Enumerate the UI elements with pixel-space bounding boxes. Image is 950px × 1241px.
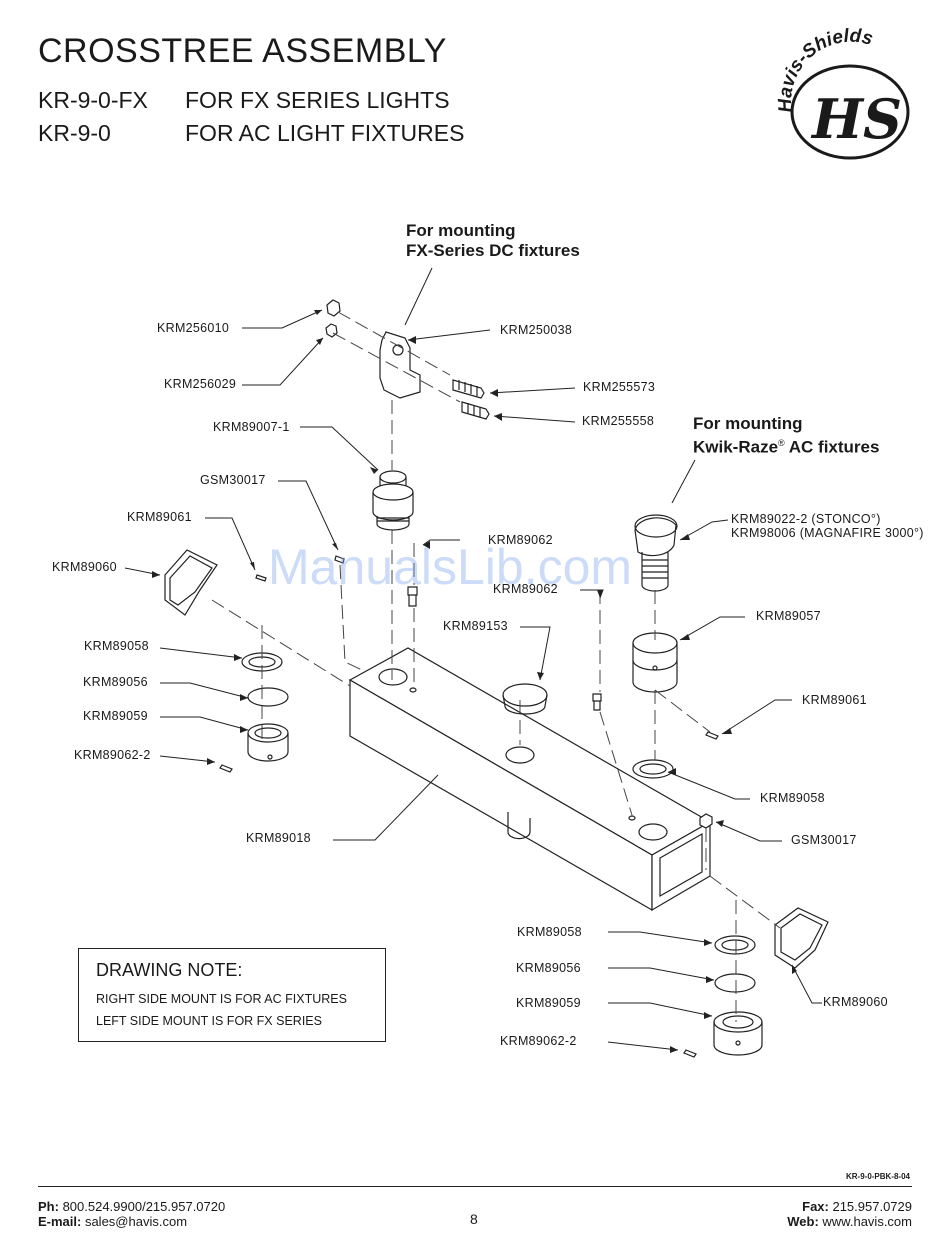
phone-value: 800.524.9900/215.957.0720: [58, 1199, 226, 1214]
crosstree-tube: [348, 647, 712, 912]
label-krm89056-bottom: KRM89056: [516, 961, 581, 975]
email-label: E-mail:: [38, 1214, 82, 1229]
footer-email: E-mail: sales@havis.com: [38, 1214, 187, 1229]
footer-rule: [38, 1186, 912, 1187]
model-desc-fx: FOR FX SERIES LIGHTS: [185, 87, 450, 113]
label-krm89022-2: KRM89022-2 (STONCO°): [731, 512, 881, 526]
label-krm89060-left: KRM89060: [52, 560, 117, 574]
footer-web: Web: www.havis.com: [787, 1214, 912, 1229]
registered-mark: ®: [778, 438, 785, 448]
web-label: Web:: [787, 1214, 819, 1229]
page-title: CROSSTREE ASSEMBLY: [38, 32, 447, 70]
model-code-fx: KR-9-0-FX: [38, 87, 148, 113]
ac-heading-rest: AC fixtures: [784, 437, 880, 457]
page-number: 8: [470, 1211, 478, 1227]
fax-label: Fax:: [802, 1199, 829, 1214]
fx-mount-heading-line2: FX-Series DC fixtures: [406, 241, 580, 260]
label-krm89056-left: KRM89056: [83, 675, 148, 689]
ac-mount-heading-line1: For mounting: [693, 414, 803, 433]
label-krm89058-left: KRM89058: [84, 639, 149, 653]
label-krm255558: KRM255558: [582, 414, 655, 428]
email-link[interactable]: sales@havis.com: [81, 1214, 188, 1229]
model-desc-ac: FOR AC LIGHT FIXTURES: [185, 120, 465, 146]
label-krm89059-bottom: KRM89059: [516, 996, 581, 1010]
label-krm89061-left: KRM89061: [127, 510, 192, 524]
fx-mount-heading-line1: For mounting: [406, 221, 516, 240]
label-krm89007-1: KRM89007-1: [213, 420, 290, 434]
ac-brand: Kwik-Raze: [693, 437, 779, 457]
label-krm89058-right: KRM89058: [760, 791, 825, 805]
fax-value: 215.957.0729: [828, 1199, 912, 1214]
drawing-note-line1: RIGHT SIDE MOUNT IS FOR AC FIXTURES: [96, 992, 347, 1006]
label-krm98006: KRM98006 (MAGNAFIRE 3000°): [731, 526, 924, 540]
model-code-ac: KR-9-0: [38, 120, 111, 146]
label-krm89062-b: KRM89062: [493, 582, 558, 596]
svg-text:Havis-Shields: Havis-Shields: [775, 26, 875, 113]
footer-phone: Ph: 800.524.9900/215.957.0720: [38, 1199, 225, 1214]
label-krm256029: KRM256029: [164, 377, 237, 391]
phone-label: Ph:: [38, 1199, 59, 1214]
label-krm89062-2-left: KRM89062-2: [74, 748, 151, 762]
plug-krm89153: [502, 683, 548, 715]
fx-mount-parts: [325, 299, 490, 531]
label-gsm30017-right: GSM30017: [791, 833, 857, 847]
label-krm89061-right: KRM89061: [802, 693, 867, 707]
label-krm89060-right: KRM89060: [823, 995, 888, 1009]
footer-fax: Fax: 215.957.0729: [802, 1199, 912, 1214]
label-krm89058-bottom: KRM89058: [517, 925, 582, 939]
logo-arc-text: Havis-Shields: [775, 26, 875, 113]
doc-code: KR-9-0-PBK-8-04: [845, 1172, 910, 1181]
label-krm89153: KRM89153: [443, 619, 508, 633]
label-krm89059-left: KRM89059: [83, 709, 148, 723]
drawing-note-box: DRAWING NOTE: RIGHT SIDE MOUNT IS FOR AC…: [78, 948, 386, 1042]
label-krm250038: KRM250038: [500, 323, 573, 337]
label-krm256010: KRM256010: [157, 321, 230, 335]
label-krm255573: KRM255573: [583, 380, 656, 394]
drawing-note-title: DRAWING NOTE:: [96, 960, 243, 980]
label-krm89018: KRM89018: [246, 831, 311, 845]
label-krm89057: KRM89057: [756, 609, 821, 623]
label-krm89062-2-bottom: KRM89062-2: [500, 1034, 577, 1048]
watermark: ManualsLib.com: [268, 539, 633, 595]
ac-mount-heading-line2: Kwik-Raze® AC fixtures: [693, 433, 879, 458]
label-gsm30017-left: GSM30017: [200, 473, 266, 487]
right-end-parts: [683, 907, 829, 1058]
drawing-note-line2: LEFT SIDE MOUNT IS FOR FX SERIES: [96, 1014, 322, 1028]
label-krm89062-a: KRM89062: [488, 533, 553, 547]
web-link[interactable]: www.havis.com: [818, 1214, 912, 1229]
logo-monogram: HS: [810, 87, 902, 151]
